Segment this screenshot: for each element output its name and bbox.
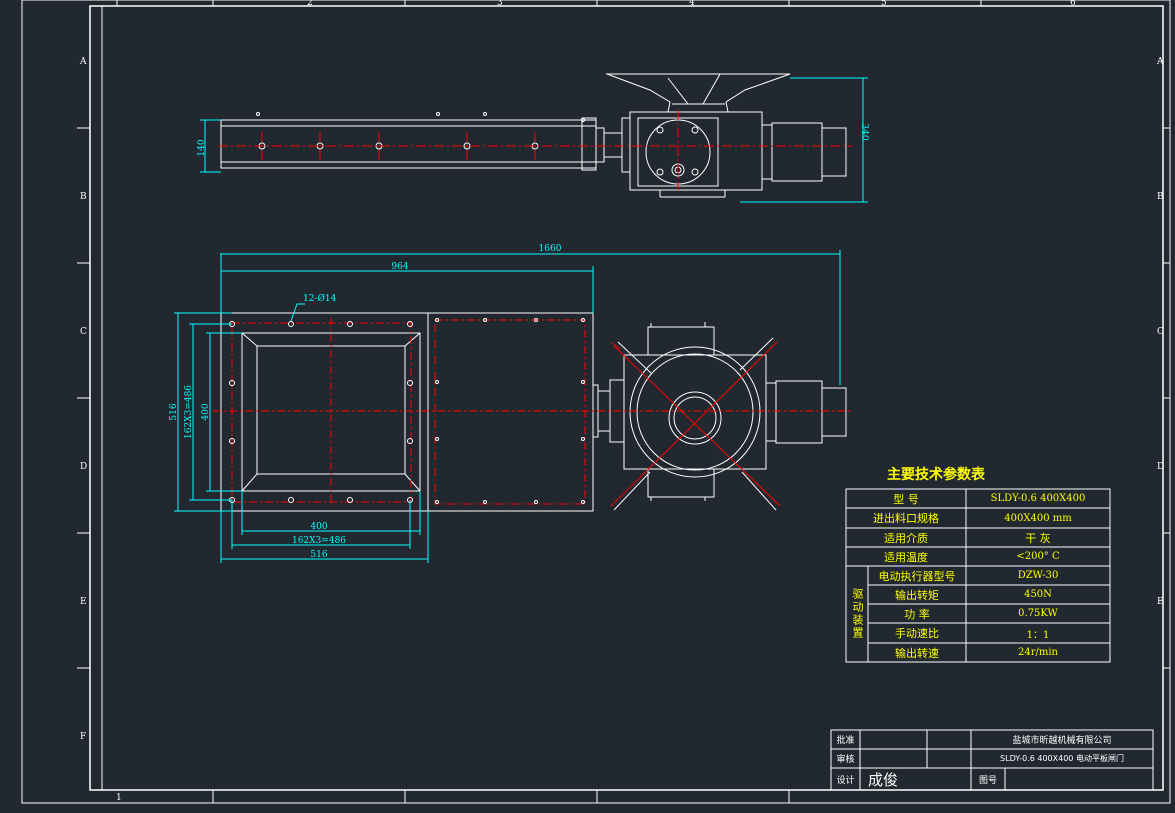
actuator-front — [623, 354, 767, 470]
spec-label: 适用温度 — [884, 550, 928, 564]
spec-value: SLDY-0.6 400X400 — [990, 493, 1086, 504]
spec-label: 型 号 — [893, 492, 919, 506]
top-view-holes — [256, 112, 699, 176]
col-label: 5 — [881, 0, 887, 8]
row-label: A — [79, 57, 87, 67]
row-label: A — [1156, 57, 1164, 67]
spec-label: 输出转矩 — [895, 588, 939, 602]
col-label: 2 — [307, 0, 313, 8]
front-view-dim-text: 1660 964 12-Ø14 400 162X3=486 516 516 16… — [169, 244, 562, 560]
spec-label: 电动执行器型号 — [878, 569, 956, 583]
designer-name: 成俊 — [868, 770, 899, 789]
spec-value: 24r/min — [1018, 647, 1058, 658]
valve-body-top — [220, 119, 597, 169]
drawing-no-label: 图号 — [978, 775, 997, 786]
col-label: 3 — [497, 0, 503, 8]
inner-border — [89, 5, 1164, 791]
row-label: B — [80, 192, 87, 202]
dim-port-horizontal: 400 — [310, 522, 327, 532]
col-label: 4 — [689, 0, 695, 8]
spec-label: 输出转速 — [895, 646, 939, 660]
design-label: 设计 — [836, 775, 855, 786]
footer-number: 1 — [116, 793, 122, 803]
dim-bolt-spacing-horizontal: 162X3=486 — [292, 536, 346, 546]
company-name: 盐城市昕越机械有限公司 — [1012, 736, 1112, 746]
dim-overall-length: 1660 — [539, 244, 562, 254]
row-label: E — [80, 597, 87, 607]
actuator-cross — [610, 341, 781, 507]
row-label: D — [1157, 462, 1164, 472]
review-label: 审核 — [836, 755, 855, 765]
spec-label: 适用介质 — [884, 531, 928, 545]
spec-value: 1：1 — [1026, 629, 1050, 641]
dim-hole-spec: 12-Ø14 — [303, 293, 337, 304]
spec-table-grid — [845, 488, 1111, 663]
dim-port-vertical: 400 — [201, 403, 211, 420]
spec-label: 手动速比 — [895, 627, 939, 640]
dim-body-length: 964 — [391, 262, 408, 272]
spec-value: 干 灰 — [1025, 531, 1051, 545]
inner-border-2 — [101, 5, 1164, 791]
dim-flange-outer-horizontal: 516 — [310, 550, 327, 560]
row-label: E — [1157, 597, 1164, 607]
spec-value: DZW-30 — [1017, 570, 1059, 581]
front-view-dimensions — [174, 250, 841, 563]
spec-label: 进出料口规格 — [873, 512, 939, 525]
spec-value: 400X400 mm — [1004, 512, 1072, 524]
spec-label: 功 率 — [904, 607, 930, 621]
row-label: B — [1157, 192, 1164, 202]
top-view — [220, 73, 847, 198]
col-label: 6 — [1070, 0, 1076, 8]
approve-label: 批准 — [836, 736, 855, 746]
spec-group-label: 驱动装置 — [851, 588, 864, 640]
actuator-wheel — [629, 346, 761, 478]
row-label: C — [1157, 327, 1164, 337]
front-view-centerlines — [213, 318, 852, 506]
dim-top-view-height: 140 — [197, 139, 207, 156]
row-label: C — [80, 327, 87, 337]
outer-border — [21, 0, 1171, 804]
grid-labels: 2 3 4 5 6 A B C D E F A B C D E 1 — [79, 0, 1164, 803]
spec-value: 450N — [1024, 589, 1052, 600]
top-view-centerlines — [218, 110, 852, 190]
dim-bolt-spacing-vertical: 162X3=486 — [184, 385, 194, 439]
front-view-holes — [229, 318, 585, 504]
spec-table-title: 主要技术参数表 — [887, 467, 985, 483]
front-view — [220, 312, 847, 512]
grid-ticks — [77, 0, 1170, 803]
dim-top-view-overall-height: 340 — [859, 123, 869, 140]
row-label: F — [80, 732, 86, 742]
title-block-grid — [830, 729, 1154, 791]
dim-flange-outer: 516 — [169, 403, 179, 420]
spec-value: 0.75KW — [1018, 608, 1058, 619]
spec-value: <200° C — [1016, 551, 1060, 562]
valve-body-front — [220, 312, 594, 512]
drawing-title: SLDY-0.6 400X400 电动平板闸门 — [1000, 754, 1124, 763]
top-view-dimensions — [200, 77, 868, 203]
row-label: D — [80, 462, 87, 472]
actuator-cross-outline — [613, 337, 777, 511]
